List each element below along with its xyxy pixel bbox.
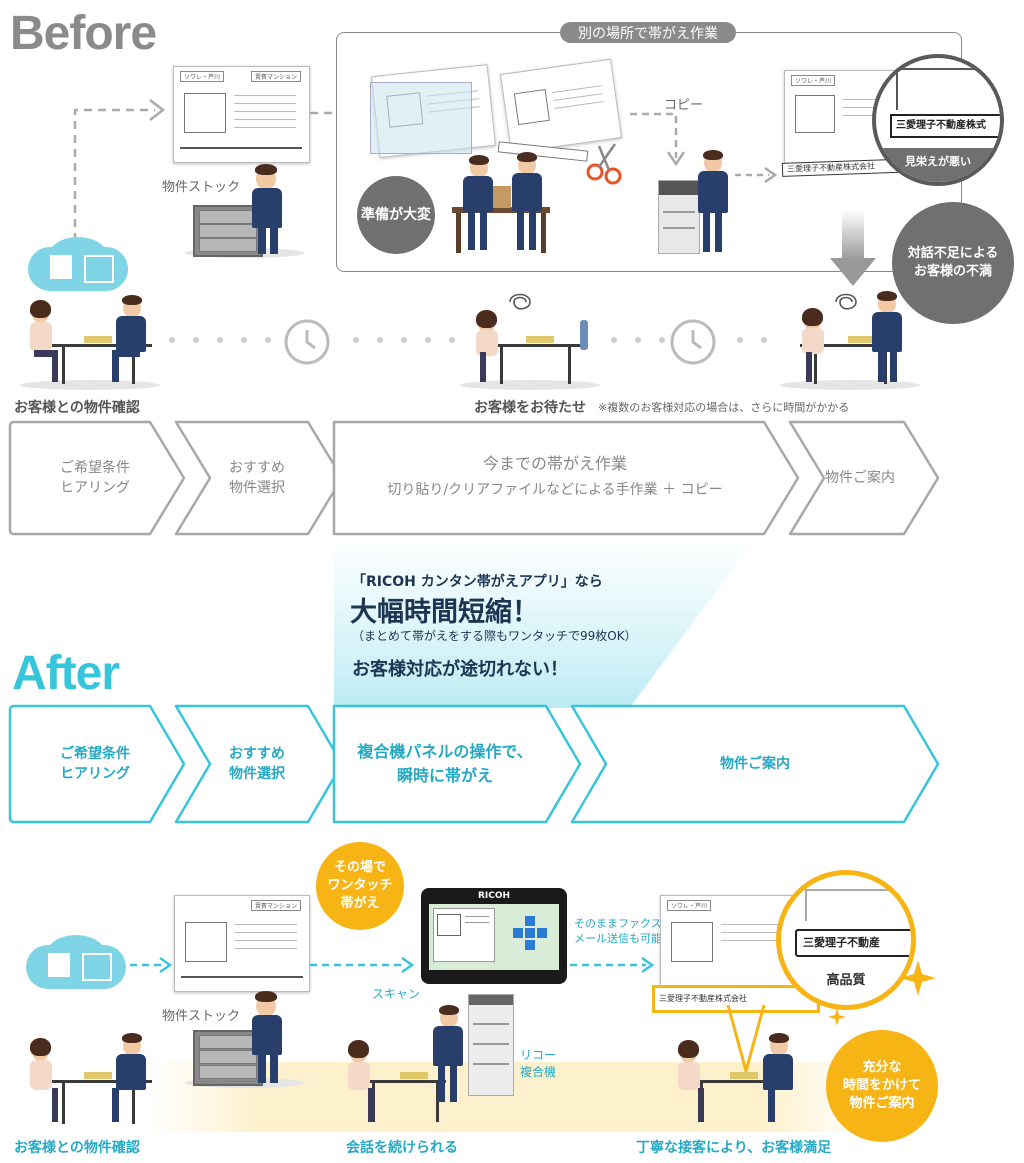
before-title: Before bbox=[10, 7, 157, 60]
sparkle-icon bbox=[900, 960, 936, 996]
after-step-3-shape bbox=[332, 704, 582, 824]
after-check-caption: お客様との物件確認 bbox=[14, 1140, 140, 1156]
property-sheet: ソワレ・芦川 賣賓マンション bbox=[173, 66, 310, 163]
after-step-4-shape bbox=[570, 704, 940, 824]
after-step-1-shape bbox=[8, 704, 186, 824]
after-step-3: 複合機パネルの操作で、瞬時に帯がえ bbox=[357, 742, 533, 785]
before-step-2-shape bbox=[174, 420, 344, 536]
clear-file bbox=[370, 82, 472, 154]
copier-before bbox=[658, 180, 700, 254]
callout-note: （まとめて帯がえをする際もワンタッチで99枚OK） bbox=[352, 629, 637, 643]
after-stock-label: 物件ストック bbox=[162, 1009, 241, 1024]
work-desk bbox=[452, 207, 550, 213]
talk-caption: 会話を続けられる bbox=[346, 1140, 458, 1156]
sparkle-icon-small bbox=[828, 1008, 846, 1026]
after-flow-chevrons bbox=[8, 704, 940, 824]
after-title: After bbox=[12, 647, 120, 700]
after-step-2-shape bbox=[174, 704, 344, 824]
paper-box bbox=[493, 186, 511, 208]
mfp-label: リコー複合機 bbox=[520, 1048, 557, 1079]
before-step-1-shape bbox=[8, 420, 186, 536]
quality-label: 高品質 bbox=[826, 973, 866, 988]
copy-label: コピー bbox=[664, 98, 704, 113]
ricoh-mfp bbox=[468, 994, 514, 1096]
wait-note: ※複数のお客様対応の場合は、さらに時間がかかる bbox=[598, 401, 850, 414]
before-timeline bbox=[169, 337, 767, 343]
before-stock-label: 物件ストック bbox=[162, 180, 241, 195]
after-to-mfp-arrow bbox=[310, 956, 415, 974]
clock-icon-2 bbox=[670, 319, 716, 365]
frustration-scribble-icon bbox=[509, 293, 531, 310]
after-step-2: おすすめ物件選択 bbox=[229, 746, 285, 782]
prep-hard-bubble: 準備が大変 bbox=[357, 176, 435, 254]
before-check-caption: お客様との物件確認 bbox=[14, 400, 140, 416]
before-step-2: おすすめ物件選択 bbox=[229, 460, 285, 496]
sheet-company: ソワレ・芦川 bbox=[180, 71, 225, 82]
mfp-panel: RICOH bbox=[421, 888, 567, 984]
wait-caption: お客様をお待たせ bbox=[474, 400, 586, 416]
fax-note: そのままファクスやメール送信も可能 bbox=[574, 917, 673, 945]
quality-zoom-text: 三愛理子不動産 bbox=[795, 929, 911, 957]
poor-look-zoom: 三愛理子不動産株式 見栄えが悪い bbox=[872, 54, 1004, 186]
before-step-3: 今までの帯がえ作業切り貼り/クリアファイルなどによる手作業 ＋ コピー bbox=[387, 454, 723, 498]
after-to-stock-arrow bbox=[130, 956, 173, 974]
dissatisfied-bubble: 対話不足によるお客様の不満 bbox=[892, 202, 1014, 324]
clock-icon bbox=[284, 319, 330, 365]
before-step-3-shape bbox=[332, 420, 800, 536]
copy-arrow bbox=[630, 112, 686, 167]
down-arrow-icon bbox=[830, 210, 876, 286]
poor-look-label: 見栄えが悪い bbox=[876, 148, 1000, 182]
sheet-property: 賣賓マンション bbox=[250, 71, 301, 82]
satisfy-caption: 丁寧な接客により、お客様満足 bbox=[636, 1140, 832, 1156]
after-sheet-property: 賣賓マンション bbox=[250, 900, 301, 911]
scissors-icon bbox=[586, 143, 622, 185]
poor-zoom-text: 三愛理子不動産株式 bbox=[890, 114, 1000, 138]
to-copy-result-arrow bbox=[735, 166, 778, 184]
after-to-result-arrow bbox=[570, 956, 655, 974]
after-customer-thought bbox=[26, 935, 134, 990]
frustration-scribble-icon-2 bbox=[835, 293, 857, 310]
onespot-bubble: その場でワンタッチ帯がえ bbox=[316, 842, 404, 930]
mfp-screen bbox=[429, 904, 559, 970]
after-result-company: ソワレ・芦川 bbox=[667, 900, 712, 911]
quality-pointer bbox=[726, 1005, 766, 1075]
callout-line1: 「RICOH カンタン帯がえアプリ」なら bbox=[352, 574, 603, 590]
callout-line3: お客様対応が途切れない！ bbox=[352, 659, 568, 680]
ample-time-bubble: 充分な時間をかけて物件ご案内 bbox=[826, 1030, 938, 1142]
quality-zoom: 三愛理子不動産 高品質 bbox=[776, 870, 916, 1010]
elsewhere-ribbon: 別の場所で帯がえ作業 bbox=[560, 22, 736, 43]
before-step-4-shape bbox=[788, 420, 940, 536]
elsewhere-ribbon-label: 別の場所で帯がえ作業 bbox=[578, 26, 718, 42]
copied-sheet-company: ソワレ・芦川 bbox=[791, 75, 836, 86]
after-property-sheet: 賣賓マンション bbox=[174, 895, 310, 992]
before-step-1: ご希望条件ヒアリング bbox=[60, 460, 130, 496]
file-cabinet bbox=[193, 205, 263, 257]
before-stock-arrow bbox=[73, 99, 166, 255]
before-step-4: 物件ご案内 bbox=[825, 470, 895, 486]
scan-label: スキャン bbox=[372, 987, 421, 1001]
before-flow-chevrons bbox=[8, 420, 940, 536]
before-customer-thought bbox=[28, 237, 136, 292]
after-step-1: ご希望条件ヒアリング bbox=[60, 746, 130, 782]
before-dash-to-box bbox=[310, 111, 338, 115]
callout-headline: 大幅時間短縮！ bbox=[350, 597, 539, 628]
quality-band: 三愛理子不動産株式会社 bbox=[652, 985, 820, 1013]
after-step-4: 物件ご案内 bbox=[720, 756, 790, 772]
after-file-cabinet bbox=[193, 1030, 263, 1086]
mfp-brand: RICOH bbox=[477, 891, 511, 901]
